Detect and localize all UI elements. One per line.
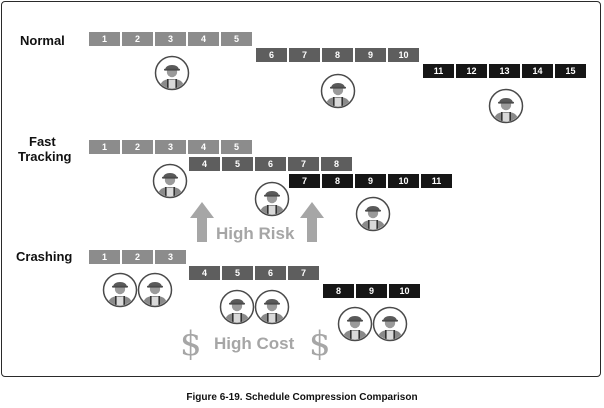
task-cell: 2 — [121, 31, 154, 47]
figure-caption: Figure 6-19. Schedule Compression Compar… — [186, 392, 418, 403]
high-cost-callout: High Cost — [214, 334, 295, 353]
task-cell: 8 — [322, 283, 355, 299]
task-cell: 7 — [288, 47, 321, 63]
task-cell: 4 — [188, 265, 221, 281]
task-cell: 8 — [320, 156, 353, 172]
worker-icon — [355, 196, 391, 232]
normal-label: Normal — [20, 33, 65, 48]
dollar-icon: $ — [180, 324, 202, 364]
task-cell: 10 — [387, 173, 420, 189]
dollar-icon: $ — [309, 324, 331, 364]
task-cell: 2 — [121, 249, 154, 265]
task-cell: 5 — [220, 139, 253, 155]
task-cell: 2 — [121, 139, 154, 155]
task-cell: 5 — [221, 156, 254, 172]
worker-icon — [154, 55, 190, 91]
task-cell: 3 — [154, 31, 187, 47]
fast-phase-1-bar: 1 2 3 4 5 — [88, 139, 253, 155]
task-cell: 7 — [287, 265, 320, 281]
task-cell: 6 — [255, 47, 288, 63]
task-cell: 10 — [387, 47, 420, 63]
crash-phase-3-bar: 8 9 10 — [322, 283, 421, 299]
worker-icon — [372, 306, 408, 342]
tracking-label: Tracking — [18, 149, 72, 164]
task-cell: 3 — [154, 139, 187, 155]
task-cell: 6 — [254, 156, 287, 172]
task-cell: 14 — [521, 63, 554, 79]
task-cell: 1 — [88, 31, 121, 47]
worker-icon — [337, 306, 373, 342]
task-cell: 7 — [288, 173, 321, 189]
task-cell: 8 — [321, 47, 354, 63]
task-cell: 13 — [488, 63, 521, 79]
worker-icon — [102, 272, 138, 308]
crash-phase-2-bar: 4 5 6 7 — [188, 265, 320, 281]
task-cell: 3 — [154, 249, 187, 265]
worker-icon — [254, 181, 290, 217]
task-cell: 12 — [455, 63, 488, 79]
fast-label: Fast — [29, 134, 56, 149]
task-cell: 8 — [321, 173, 354, 189]
task-cell: 9 — [354, 173, 387, 189]
task-cell: 1 — [88, 139, 121, 155]
task-cell: 15 — [554, 63, 587, 79]
up-arrow-icon — [300, 202, 324, 242]
crash-phase-1-bar: 1 2 3 — [88, 249, 187, 265]
task-cell: 1 — [88, 249, 121, 265]
up-arrow-icon — [190, 202, 214, 242]
task-cell: 4 — [188, 156, 221, 172]
normal-phase-1-bar: 1 2 3 4 5 — [88, 31, 253, 47]
normal-phase-3-bar: 11 12 13 14 15 — [422, 63, 587, 79]
task-cell: 6 — [254, 265, 287, 281]
normal-phase-2-bar: 6 7 8 9 10 — [255, 47, 420, 63]
task-cell: 5 — [221, 265, 254, 281]
task-cell: 4 — [187, 31, 220, 47]
worker-icon — [137, 272, 173, 308]
task-cell: 4 — [187, 139, 220, 155]
fast-phase-3-bar: 7 8 9 10 11 — [288, 173, 453, 189]
crashing-label: Crashing — [16, 249, 73, 264]
worker-icon — [219, 289, 255, 325]
task-cell: 10 — [388, 283, 421, 299]
task-cell: 9 — [354, 47, 387, 63]
task-cell: 11 — [420, 173, 453, 189]
task-cell: 7 — [287, 156, 320, 172]
task-cell: 11 — [422, 63, 455, 79]
fast-phase-2-bar: 4 5 6 7 8 — [188, 156, 353, 172]
worker-icon — [320, 73, 356, 109]
worker-icon — [488, 88, 524, 124]
high-risk-callout: High Risk — [216, 224, 295, 243]
task-cell: 5 — [220, 31, 253, 47]
task-cell: 9 — [355, 283, 388, 299]
worker-icon — [254, 289, 290, 325]
worker-icon — [152, 163, 188, 199]
